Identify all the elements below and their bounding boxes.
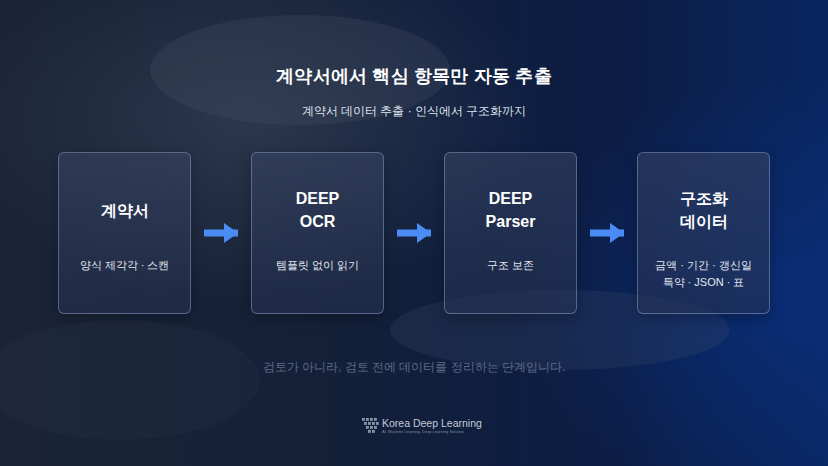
footer-note: 검토가 아니라, 검토 전에 데이터를 정리하는 단계입니다. [0, 359, 828, 376]
box-body-area: 구조 보존 [445, 257, 576, 274]
flow-arrow [204, 230, 238, 237]
logo-tagline: AI, Machine Learning, Deep Learning Solu… [382, 430, 542, 435]
slide-title: 계약서에서 핵심 항목만 자동 추출 [0, 64, 828, 88]
box-heading: 계약서 [89, 199, 161, 222]
box-heading: DEEP Parser [475, 187, 547, 233]
box-heading: 구조화 데이터 [668, 187, 740, 233]
box-heading: DEEP OCR [282, 187, 354, 233]
box-heading-area: DEEP Parser [445, 153, 576, 267]
process-box: 계약서양식 제각각 · 스캔 [58, 152, 191, 314]
subtitle: 계약서 데이터 추출 · 인식에서 구조화까지 [0, 104, 828, 118]
box-description: 양식 제각각 · 스캔 [69, 257, 181, 274]
box-description: 템플릿 없이 읽기 [262, 257, 374, 274]
flow-arrow [397, 230, 431, 237]
box-description: 금액 · 기간 · 갱신일 특약 · JSON · 표 [648, 257, 760, 291]
process-box: DEEP OCR 템플릿 없이 읽기 [251, 152, 384, 314]
box-heading-area: 구조화 데이터 [638, 153, 769, 267]
box-description: 구조 보존 [455, 257, 567, 274]
box-body-area: 양식 제각각 · 스캔 [59, 257, 190, 274]
box-body-area: 금액 · 기간 · 갱신일 특약 · JSON · 표 [638, 257, 769, 291]
logo-text: Korea Deep Learning [382, 417, 502, 430]
box-heading-area: DEEP OCR [252, 153, 383, 267]
process-box: 구조화 데이터금액 · 기간 · 갱신일 특약 · JSON · 표 [637, 152, 770, 314]
process-box: DEEP Parser 구조 보존 [444, 152, 577, 314]
logo-icon [362, 418, 379, 433]
flow-arrow [590, 230, 624, 237]
box-body-area: 템플릿 없이 읽기 [252, 257, 383, 274]
box-heading-area: 계약서 [59, 153, 190, 267]
